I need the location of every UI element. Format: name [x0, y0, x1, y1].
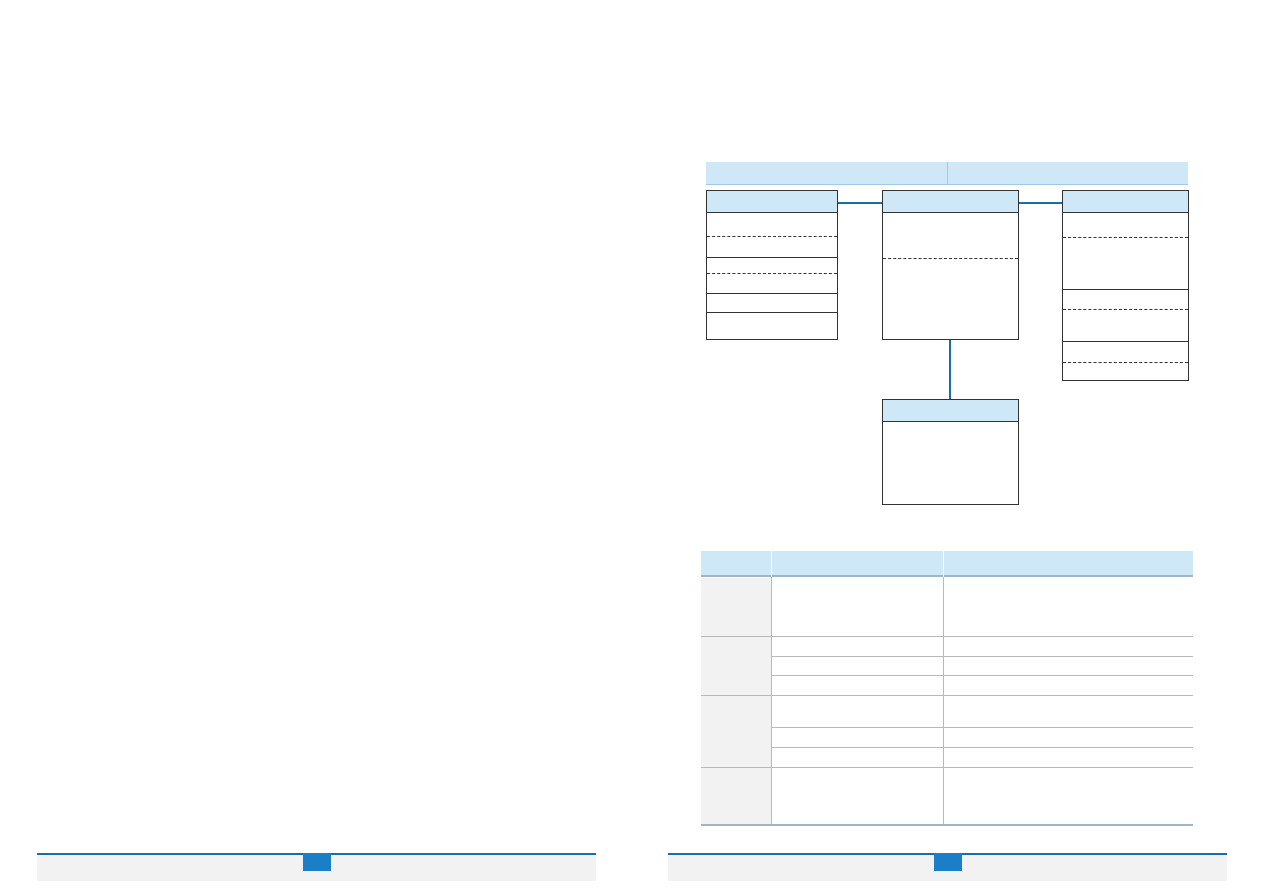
entity-left-header [707, 191, 837, 213]
table-column-separator [771, 577, 772, 825]
entity-center [882, 190, 1019, 340]
table-group-separator [701, 767, 1193, 768]
entity-bottom [882, 399, 1019, 505]
table-row-separator [772, 747, 1193, 748]
entity-center-row-divider [883, 258, 1018, 259]
connector-center-bottom [949, 340, 951, 399]
entity-right-row-divider [1063, 289, 1188, 290]
entity-right-row-divider [1063, 309, 1188, 310]
table-group-separator [701, 636, 1193, 637]
table-column-separator [943, 577, 944, 825]
entity-left-row-divider [707, 312, 837, 313]
table-header-separator [771, 551, 772, 577]
diagram-header-band [706, 162, 1188, 185]
table-row-separator [772, 656, 1193, 657]
connector-left-center [838, 202, 882, 204]
table-group-separator [701, 695, 1193, 696]
table-row-separator [772, 727, 1193, 728]
table-group-cell [701, 578, 771, 636]
entity-right-header [1063, 191, 1188, 213]
right-footer [668, 853, 1227, 881]
entity-left-row-divider [707, 293, 837, 294]
left-footer [37, 853, 596, 881]
table-header-row [701, 551, 1193, 577]
summary-table [701, 551, 1193, 827]
table-row-separator [772, 675, 1193, 676]
table-group-cell [701, 768, 771, 824]
entity-center-header [883, 191, 1018, 213]
connector-center-right [1019, 202, 1062, 204]
entity-right [1062, 190, 1189, 381]
entity-right-row-divider [1063, 341, 1188, 342]
header-band-divider [947, 162, 948, 184]
entity-left-row-divider [707, 236, 837, 237]
entity-right-row-divider [1063, 362, 1188, 363]
left-page-number-tab [302, 853, 331, 871]
table-group-cell [701, 637, 771, 695]
entity-left-row-divider [707, 273, 837, 274]
table-group-cell [701, 696, 771, 767]
table-bottom-rule [701, 824, 1193, 826]
entity-bottom-header [883, 400, 1018, 422]
table-header-separator [943, 551, 944, 577]
entity-right-row-divider [1063, 237, 1188, 238]
entity-left-row-divider [707, 257, 837, 258]
right-page-number-tab [933, 853, 962, 871]
entity-left [706, 190, 838, 340]
left-page [37, 853, 596, 881]
